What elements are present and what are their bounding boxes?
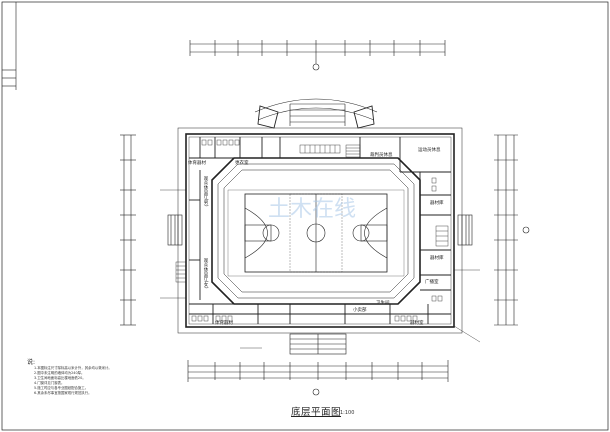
room-label-right-2: 器材库	[430, 256, 444, 261]
room-label-top-right-2: 运动员休息	[418, 148, 441, 153]
note-line: 3.卫生间地面标高比楼地面低20。	[34, 376, 86, 381]
room-label-bottom-right-2: 器材室	[410, 321, 424, 326]
note-line: 6.其余未尽事宜按国家现行规范执行。	[34, 391, 92, 396]
arena-seating	[211, 157, 421, 305]
room-label-left-side-2: 观众休息厅(女)	[203, 258, 208, 289]
general-notes: 1.本图标注尺寸除标高以米计外，其余均以毫米计。 2.图中未注明的墙体均为240…	[34, 366, 234, 397]
stairs	[175, 144, 449, 283]
note-line: 4.门窗详见门窗表。	[34, 381, 65, 386]
note-line: 5.施工时应与各专业图纸配合施工。	[34, 386, 89, 391]
toilet-fixtures	[191, 139, 443, 322]
room-label-bottom-right: 卫生间	[376, 301, 390, 306]
basketball-court	[227, 189, 405, 277]
left-dimension-lines	[120, 134, 136, 326]
watermark-text: 土木在线	[268, 197, 356, 222]
notes-heading: 说:	[27, 359, 36, 366]
room-label-top-left: 体育器材	[188, 161, 206, 166]
room-label-bottom-left: 体育器材	[215, 321, 233, 326]
south-entrance-steps	[289, 333, 347, 355]
room-label-right-1: 器材库	[430, 201, 444, 206]
west-entrance-steps	[167, 214, 183, 246]
room-label-right-3: 广播室	[425, 280, 439, 285]
room-label-top-mid: 更衣室	[235, 161, 249, 166]
drawing-scale: 1:100	[340, 410, 355, 416]
room-label-top-right-1: 裁判员休息	[370, 153, 393, 158]
annotation-leaders	[160, 189, 481, 349]
north-entrance-canopy	[254, 98, 378, 129]
top-dimension-lines	[189, 40, 446, 71]
note-line: 1.本图标注尺寸除标高以米计外，其余均以毫米计。	[34, 366, 112, 370]
east-entrance-steps	[457, 214, 473, 246]
bottom-dimension-lines	[187, 360, 449, 396]
drawing-title: 底层平面图	[291, 407, 342, 418]
room-partitions	[189, 137, 451, 324]
room-label-bottom-mid: 小卖部	[353, 308, 367, 313]
right-dimension-lines	[494, 134, 530, 326]
note-line: 2.图中未注明的墙体均为240厚。	[34, 371, 85, 376]
building-outline	[185, 133, 455, 328]
room-label-left-side: 观众休息厅(男)	[203, 176, 208, 207]
